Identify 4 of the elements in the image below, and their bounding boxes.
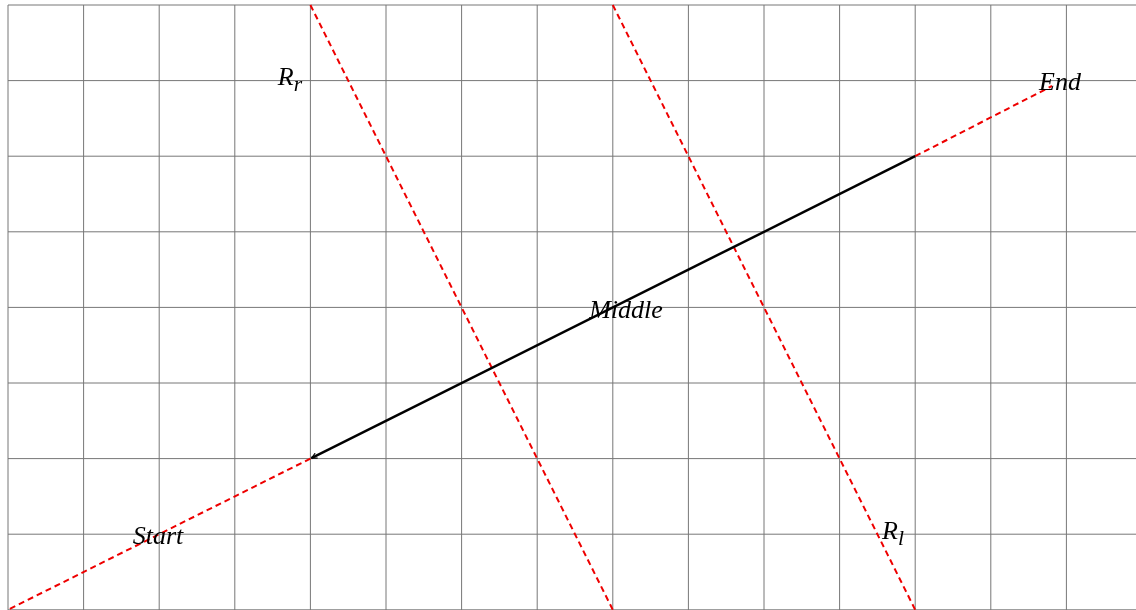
- point-label: Start: [132, 523, 184, 549]
- point-label: R$_{r}$: [277, 64, 303, 96]
- point-label: End: [1039, 69, 1081, 95]
- point-label: R$_{l}$: [882, 518, 904, 550]
